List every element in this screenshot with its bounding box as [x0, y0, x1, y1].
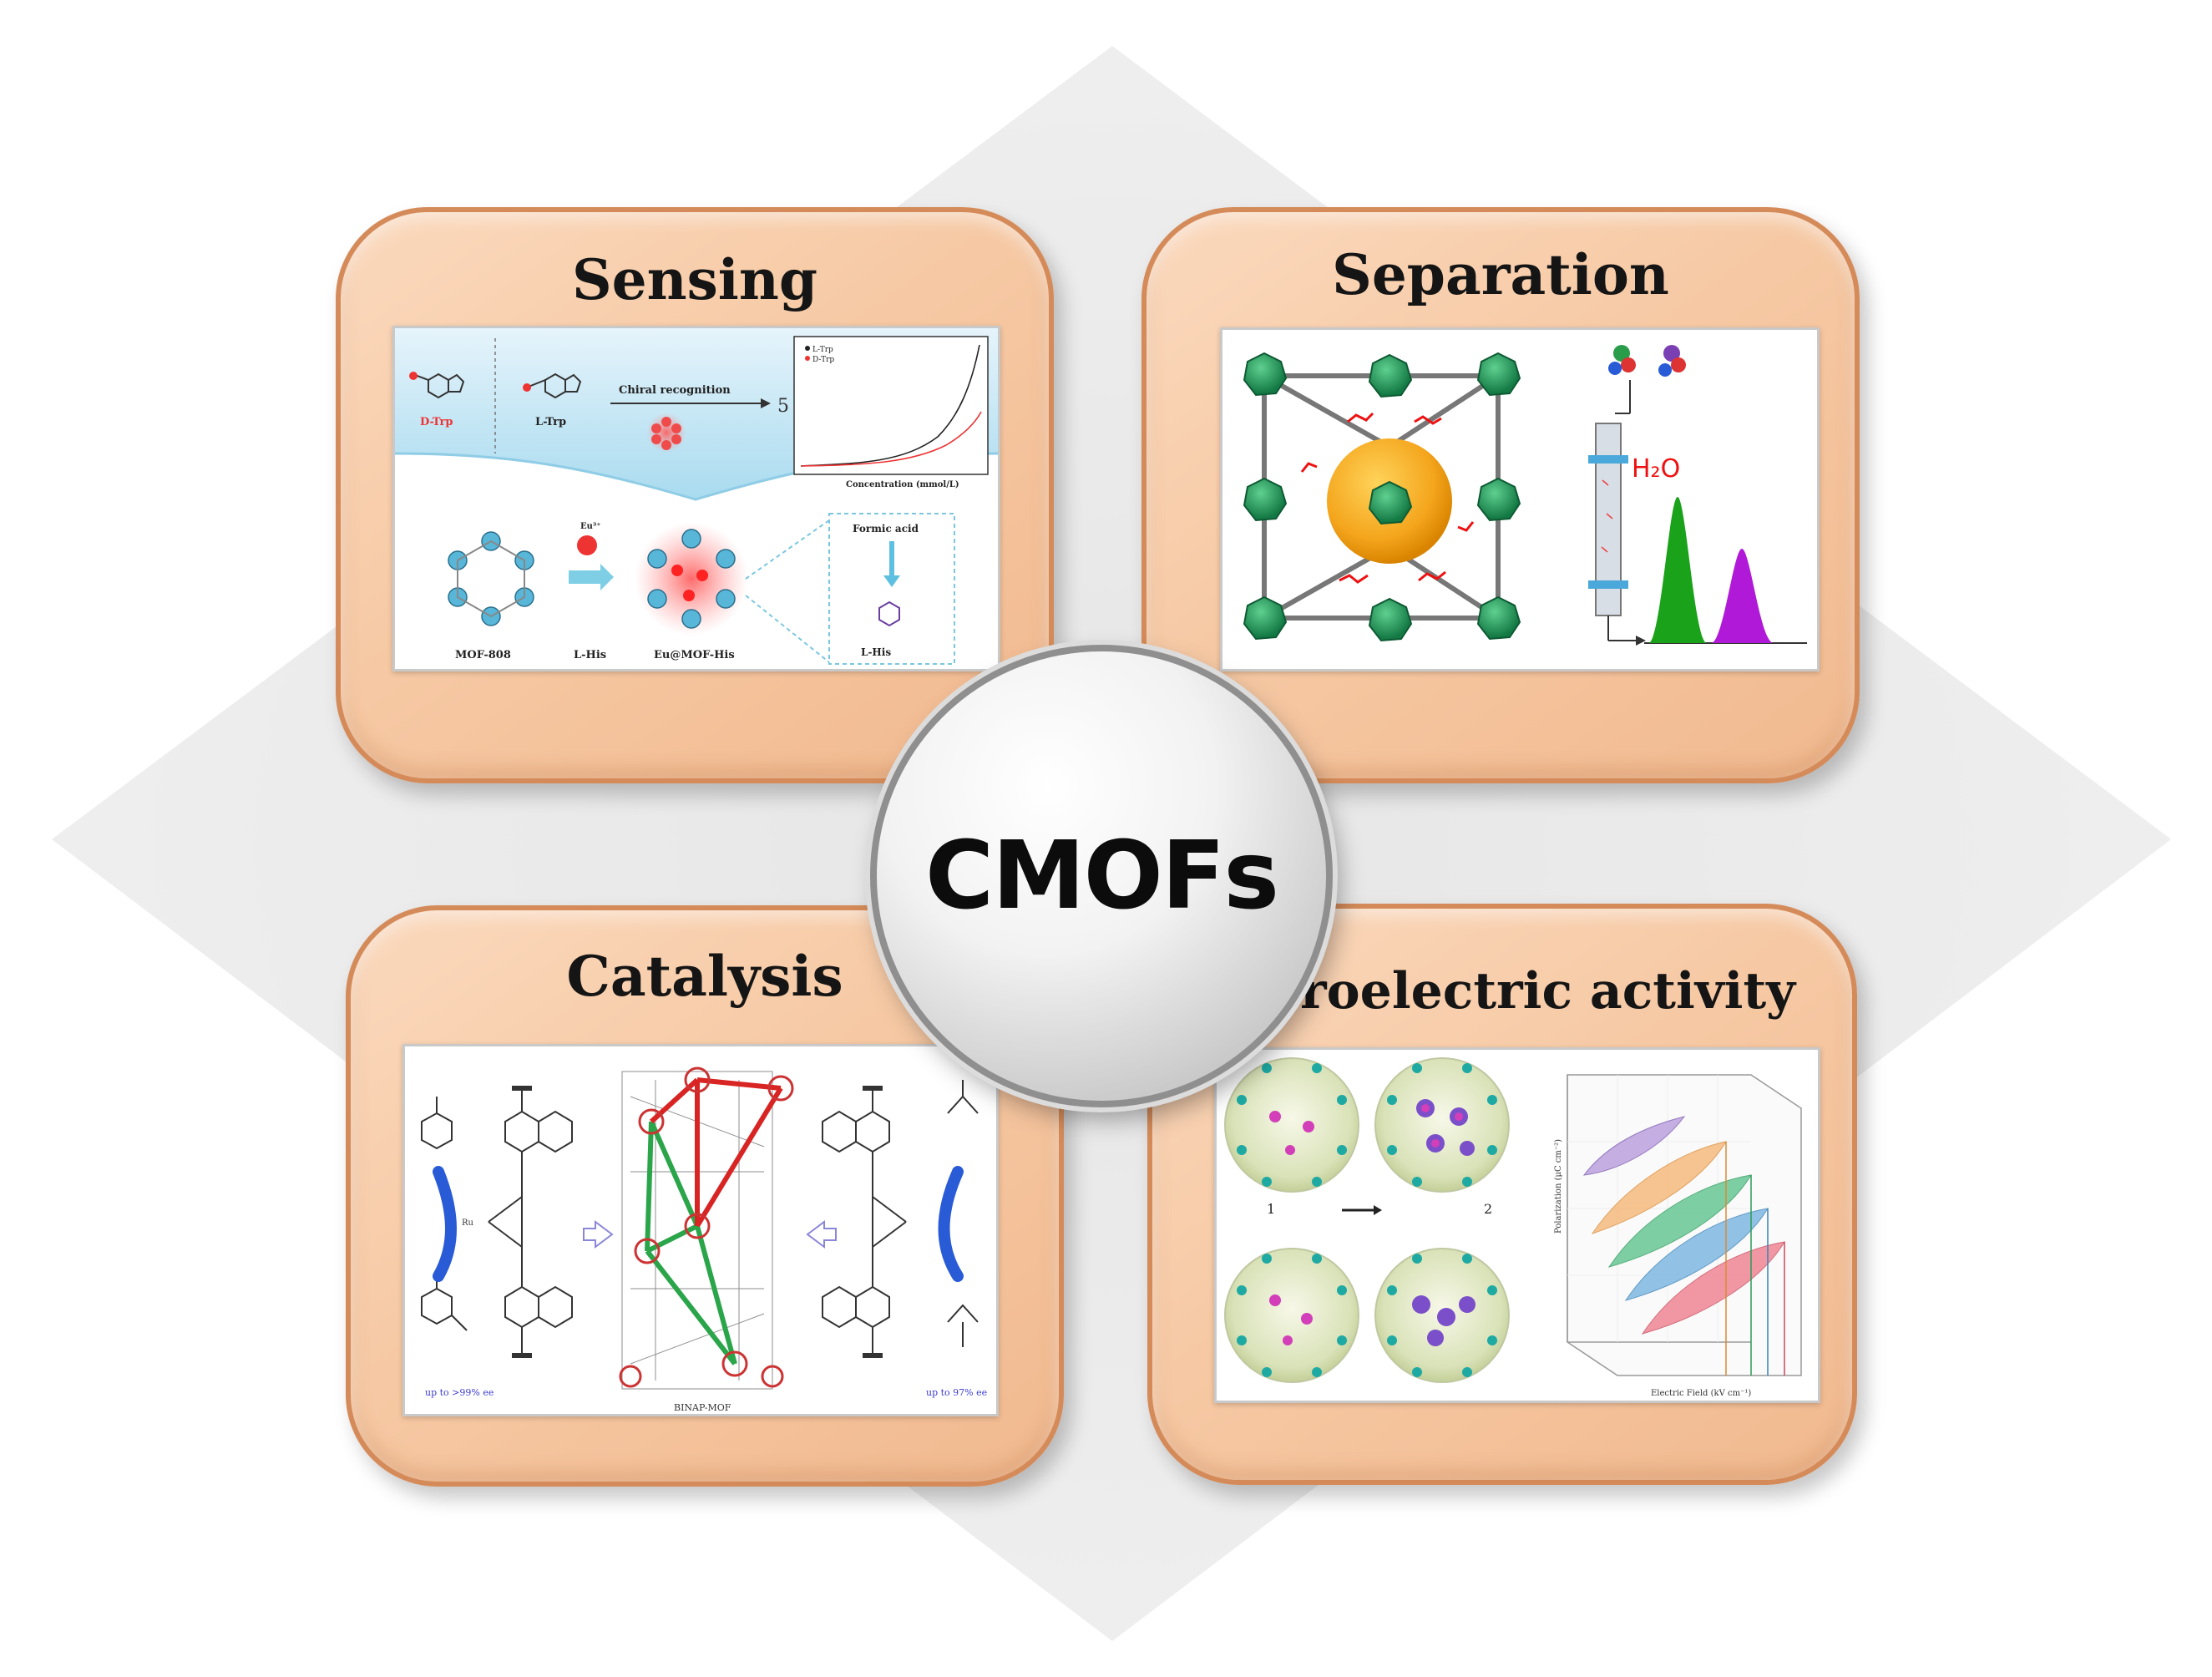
l-his-label: L-His	[574, 649, 606, 661]
separation-card: Separation	[1141, 207, 1860, 783]
ferro-y-axis-label: Polarization (μC cm⁻²)	[1554, 1139, 1563, 1234]
center-label: CMOFs	[924, 822, 1279, 930]
purple-peak	[1711, 549, 1774, 643]
ee-left-label: up to >99% ee	[425, 1387, 494, 1398]
center-circle: CMOFs	[870, 645, 1333, 1107]
cage-4	[1374, 1248, 1510, 1383]
eu-mof-label: Eu@MOF-His	[654, 649, 735, 661]
sensing-x-axis-label: Concentration (mmol/L)	[846, 480, 959, 489]
cage-2	[1374, 1057, 1510, 1193]
binap-mof-label: BINAP-MOF	[674, 1402, 731, 1413]
sensing-panel: D-Trp L-Trp Chiral recognition 5 L-Trp D…	[392, 326, 1000, 671]
legend-d-trp: D-Trp	[812, 356, 834, 364]
d-trp-label: D-Trp	[420, 416, 453, 428]
l-his-detail-label: L-His	[861, 646, 891, 658]
binap-right	[822, 1086, 907, 1358]
sensing-card: Sensing D-Trp	[336, 207, 1054, 783]
sensing-illustration: D-Trp L-Trp Chiral recognition 5 L-Trp D…	[395, 328, 998, 665]
legend-l-trp: L-Trp	[812, 346, 833, 354]
mof808-ring	[448, 531, 534, 626]
metal-clusters	[1243, 352, 1521, 642]
eu-label: Eu³⁺	[580, 522, 601, 531]
cage-1	[1224, 1057, 1359, 1193]
binap-left	[488, 1086, 573, 1358]
product-alcohol	[421, 1272, 468, 1331]
catalysis-title: Catalysis	[566, 944, 843, 1009]
catalysis-panel: up to >99% ee Ru	[402, 1044, 999, 1416]
formic-acid-label: Formic acid	[853, 523, 919, 535]
l-trp-label: L-Trp	[535, 416, 566, 428]
red-mof-icon	[651, 417, 681, 450]
label-two: 2	[1484, 1201, 1492, 1217]
hysteresis-plot: Electric Field (kV cm⁻¹) Polarization (μ…	[1554, 1074, 1802, 1398]
h2o-label: H₂O	[1632, 454, 1680, 484]
mof808-label: MOF-808	[455, 649, 511, 661]
metal-nodes	[619, 1066, 794, 1388]
sensing-title: Sensing	[571, 247, 817, 312]
separation-title: Separation	[1332, 242, 1669, 307]
green-octahedron	[645, 1120, 737, 1365]
red-octahedron	[649, 1077, 783, 1228]
eu-ion-icon	[577, 535, 597, 555]
separation-panel: H₂O	[1220, 327, 1820, 671]
ferro-x-axis-label: Electric Field (kV cm⁻¹)	[1651, 1389, 1751, 1398]
ee-right-label: up to 97% ee	[926, 1387, 987, 1398]
chiral-recognition-label: Chiral recognition	[619, 384, 731, 397]
catalysis-illustration: up to >99% ee Ru	[421, 1066, 987, 1413]
substrate-ketone	[421, 1097, 453, 1150]
eu-mof-ring	[647, 529, 736, 629]
ferroelectric-panel: 1 2	[1214, 1047, 1820, 1403]
ferroelectric-illustration: 1 2	[1224, 1057, 1802, 1398]
cage-3	[1224, 1248, 1359, 1383]
l-trp-molecule	[528, 372, 582, 399]
sensing-inset-plot	[793, 336, 989, 475]
label-one: 1	[1267, 1201, 1275, 1217]
separation-illustration: H₂O	[1243, 345, 1807, 646]
svg-text:5: 5	[777, 396, 789, 417]
green-peak	[1648, 497, 1707, 643]
svg-text:Ru: Ru	[462, 1218, 474, 1228]
